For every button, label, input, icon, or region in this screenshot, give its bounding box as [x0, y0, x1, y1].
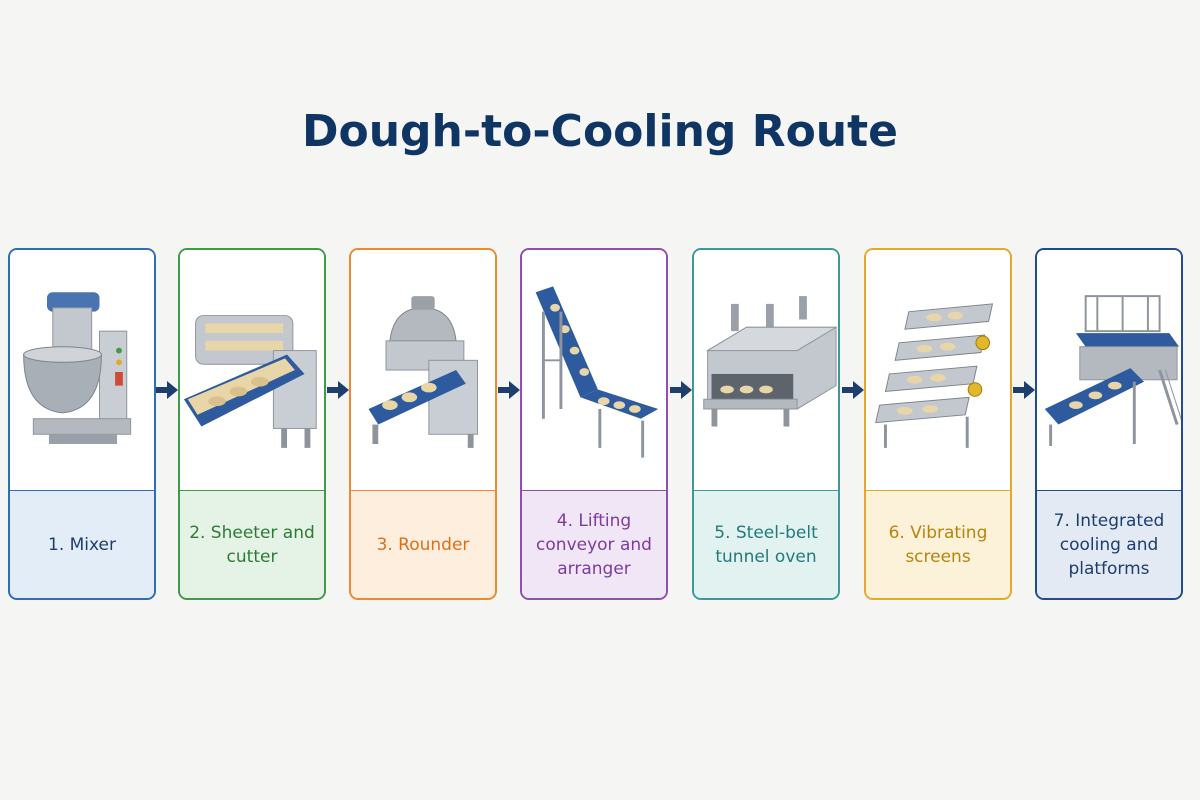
- mixer-icon: [10, 250, 154, 494]
- step-label-mixer: 1. Mixer: [10, 490, 154, 598]
- step-label-vibrating-screens: 6. Vibrating screens: [866, 490, 1010, 598]
- step-card-vibrating-screens: 6. Vibrating screens: [864, 248, 1012, 600]
- cooling-platform-icon: [1037, 250, 1181, 494]
- rounder-icon: [351, 250, 495, 494]
- arrow-icon: [670, 380, 692, 400]
- diagram-title: Dough-to-Cooling Route: [301, 106, 899, 157]
- vibrating-screen-icon: [866, 250, 1010, 494]
- step-card-mixer: 1. Mixer: [8, 248, 156, 600]
- arrow-icon: [842, 380, 864, 400]
- arrow-icon: [1013, 380, 1035, 400]
- arrow-icon: [327, 380, 349, 400]
- sheeter-icon: [180, 250, 324, 494]
- arrow-icon: [498, 380, 520, 400]
- step-card-sheeter: 2. Sheeter and cutter: [178, 248, 326, 600]
- step-label-lifting-conveyor: 4. Lifting conveyor and arranger: [522, 490, 666, 598]
- step-label-sheeter: 2. Sheeter and cutter: [180, 490, 324, 598]
- step-card-rounder: 3. Rounder: [349, 248, 497, 600]
- conveyor-icon: [522, 250, 666, 494]
- step-card-lifting-conveyor: 4. Lifting conveyor and arranger: [520, 248, 668, 600]
- arrow-icon: [156, 380, 178, 400]
- step-label-cooling-platforms: 7. Integrated cooling and platforms: [1037, 490, 1181, 598]
- step-card-cooling-platforms: 7. Integrated cooling and platforms: [1035, 248, 1183, 600]
- step-label-tunnel-oven: 5. Steel-belt tunnel oven: [694, 490, 838, 598]
- step-card-tunnel-oven: 5. Steel-belt tunnel oven: [692, 248, 840, 600]
- oven-icon: [694, 250, 838, 494]
- step-label-rounder: 3. Rounder: [351, 490, 495, 598]
